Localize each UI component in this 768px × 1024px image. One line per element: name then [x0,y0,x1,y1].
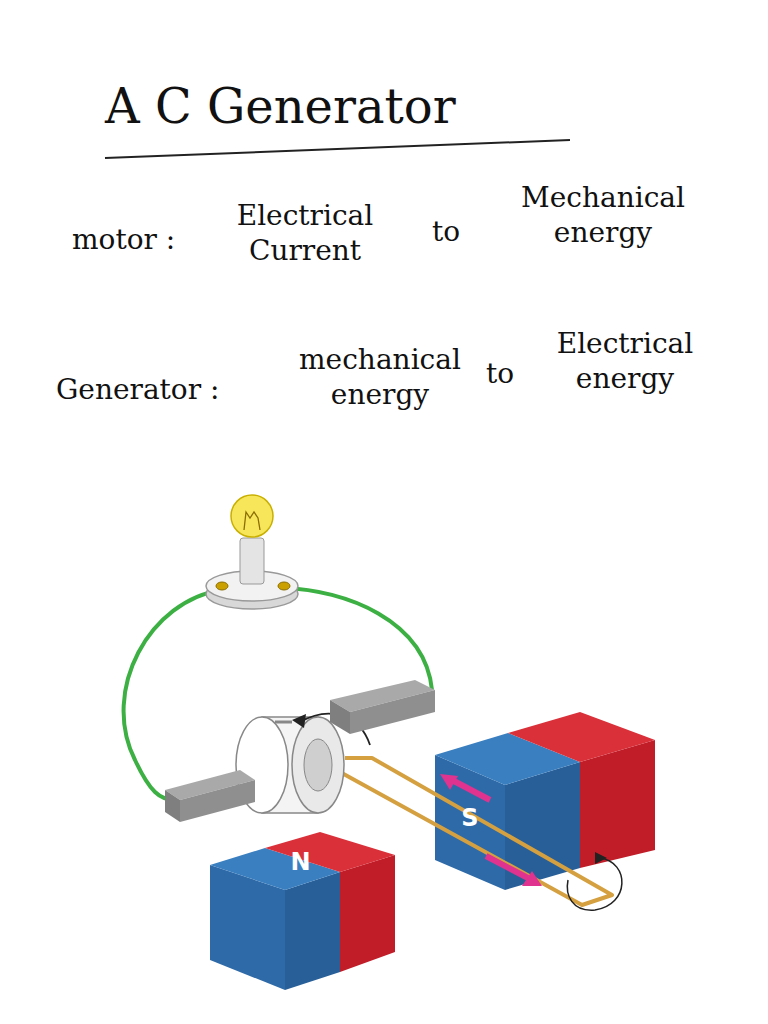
magnet-pole: N [284,844,317,880]
handwritten-note: Mechanical energy [498,180,708,250]
handwritten-note: Generator : [56,372,219,407]
brush [165,680,435,822]
wire [124,590,222,800]
bulb [206,495,298,609]
wire [284,588,432,690]
north-magnet [210,832,395,990]
handwritten-note: mechanical energy [282,342,478,412]
handwritten-note: to [486,356,514,391]
handwritten-note: Electrical Current [212,198,398,268]
handwritten-note: motor : [72,222,175,257]
south-magnet [435,712,655,890]
title: A C Generator [105,78,456,134]
title-underline [105,140,570,158]
pole-letter: S [461,804,478,832]
handwritten-note: to [432,214,460,249]
magnet-pole: S [455,800,485,836]
pole-letter: N [290,848,310,876]
handwritten-note: Electrical energy [530,326,720,396]
